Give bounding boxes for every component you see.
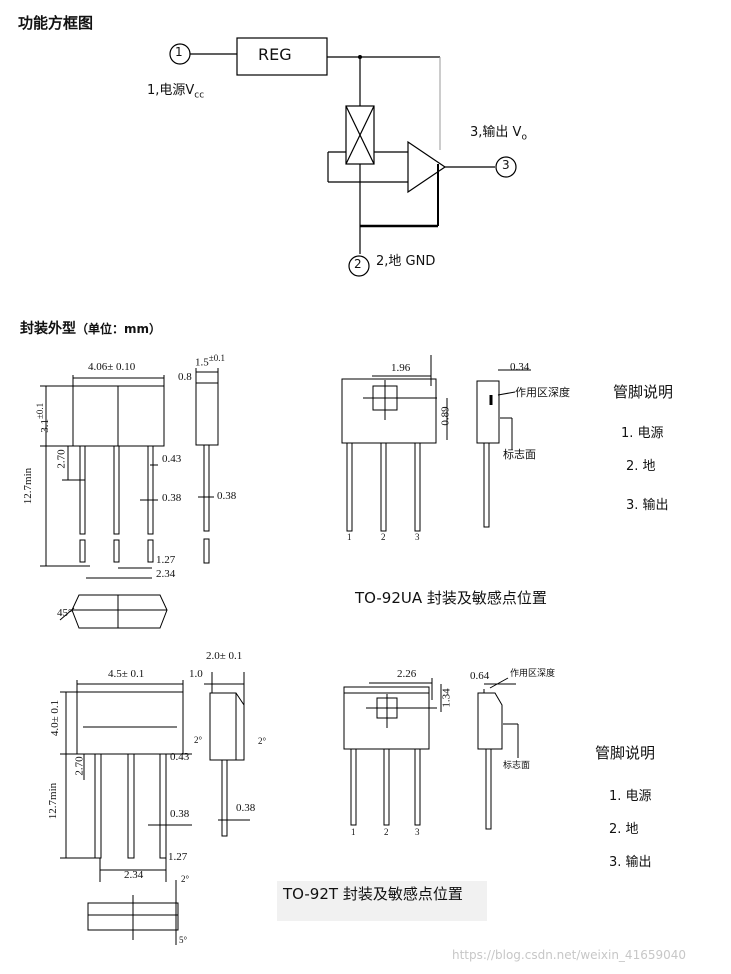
t-pin-title: 管脚说明 [595, 744, 656, 762]
t-pin-desc-1: 1. 电源 [609, 789, 652, 804]
ua-top-width: 4.06± 0.10 [88, 361, 136, 373]
ua-sensor-w: 1.96 [391, 362, 411, 374]
pin2-number: 2 [354, 257, 362, 271]
pin3-circle [495, 156, 517, 178]
t-active-area: 作用区深度 [510, 668, 556, 678]
ua-caption: TO-92UA 封装及敏感点位置 [355, 589, 547, 607]
ua-height: 3.1±0.1 [35, 402, 51, 433]
t-angle2: 2° [258, 736, 267, 746]
watermark-text: https://blog.csdn.net/weixin_41659040 [452, 948, 687, 962]
t-height: 4.0± 0.1 [49, 699, 62, 737]
package-title: 封装外型（单位：mm） [20, 321, 162, 337]
pin3-label: 3,输出 Vo [470, 125, 527, 143]
t-sensor-h: 1.34 [440, 688, 453, 708]
ua-pin-desc-3: 3. 输出 [626, 498, 669, 513]
t-side-thickness: 2.0± 0.1 [206, 650, 243, 662]
t-sensor-side [477, 692, 503, 750]
t-lead-w1: 0.43 [170, 751, 190, 763]
ua-pin-desc-1: 1. 电源 [621, 426, 664, 441]
t-pin-2: 2 [384, 827, 389, 837]
ua-pin-3: 3 [415, 532, 420, 542]
t-pin-desc-3: 3. 输出 [609, 855, 652, 870]
ua-side-lead: 0.38 [217, 490, 237, 502]
ua-depth: 0.34 [510, 361, 530, 373]
ua-lead-w2: 0.38 [162, 492, 182, 504]
pin2-label: 2,地 GND [376, 254, 436, 269]
t-lead-len: 12.7min [47, 782, 60, 820]
t-span: 2.34 [124, 869, 144, 881]
t-body [76, 691, 184, 755]
t-pitch: 1.27 [168, 851, 188, 863]
ua-pin-2: 2 [381, 532, 386, 542]
pin1-label: 1,电源Vcc [147, 83, 205, 101]
t-angle4: 5° [179, 935, 188, 945]
ua-chamfer: 45° [57, 607, 73, 619]
t-pin-desc-2: 2. 地 [609, 822, 639, 837]
t-pin-1: 1 [351, 827, 356, 837]
ua-sensor-body [341, 378, 437, 444]
t-lead-w2: 0.38 [170, 808, 190, 820]
ua-sensor-h: 0.89 [439, 406, 452, 426]
pin1-number: 1 [175, 45, 183, 59]
ua-pin-desc-2: 2. 地 [626, 459, 656, 474]
ua-side-step: 0.8 [178, 371, 192, 383]
ua-active-area: 作用区深度 [515, 387, 570, 399]
t-mark-face: 标志面 [503, 760, 531, 770]
pin3-number: 3 [502, 158, 510, 172]
ua-mark-face: 标志面 [503, 449, 536, 461]
t-angle3: 2° [181, 874, 190, 884]
ua-span: 2.34 [156, 568, 176, 580]
ua-lead-gap: 2.70 [55, 449, 68, 469]
ua-pin-1: 1 [347, 532, 352, 542]
t-angle1: 2° [194, 735, 203, 745]
t-pin-3: 3 [415, 827, 420, 837]
ua-lead-len: 12.7min [22, 467, 35, 505]
t-top-width: 4.5± 0.1 [108, 668, 145, 680]
block-diagram-title: 功能方框图 [18, 14, 94, 32]
amplifier-symbol [407, 140, 447, 194]
reg-label: REG [258, 45, 292, 64]
ua-side-thickness: 1.5±0.1 [195, 353, 225, 369]
t-sensor-w: 2.26 [397, 668, 417, 680]
t-lead-gap: 2.70 [73, 756, 86, 776]
ua-side-body [195, 382, 219, 446]
t-side-step: 1.0 [189, 668, 203, 680]
t-side-lead: 0.38 [236, 802, 256, 814]
ua-sensor-side [476, 380, 500, 444]
ua-pin-title: 管脚说明 [613, 383, 674, 401]
ua-lead-w1: 0.43 [162, 453, 182, 465]
t-depth: 0.64 [470, 670, 490, 682]
t-caption: TO-92T 封装及敏感点位置 [277, 881, 487, 921]
pin2-circle [348, 255, 370, 277]
t-side-body [209, 692, 245, 761]
ua-pitch: 1.27 [156, 554, 176, 566]
